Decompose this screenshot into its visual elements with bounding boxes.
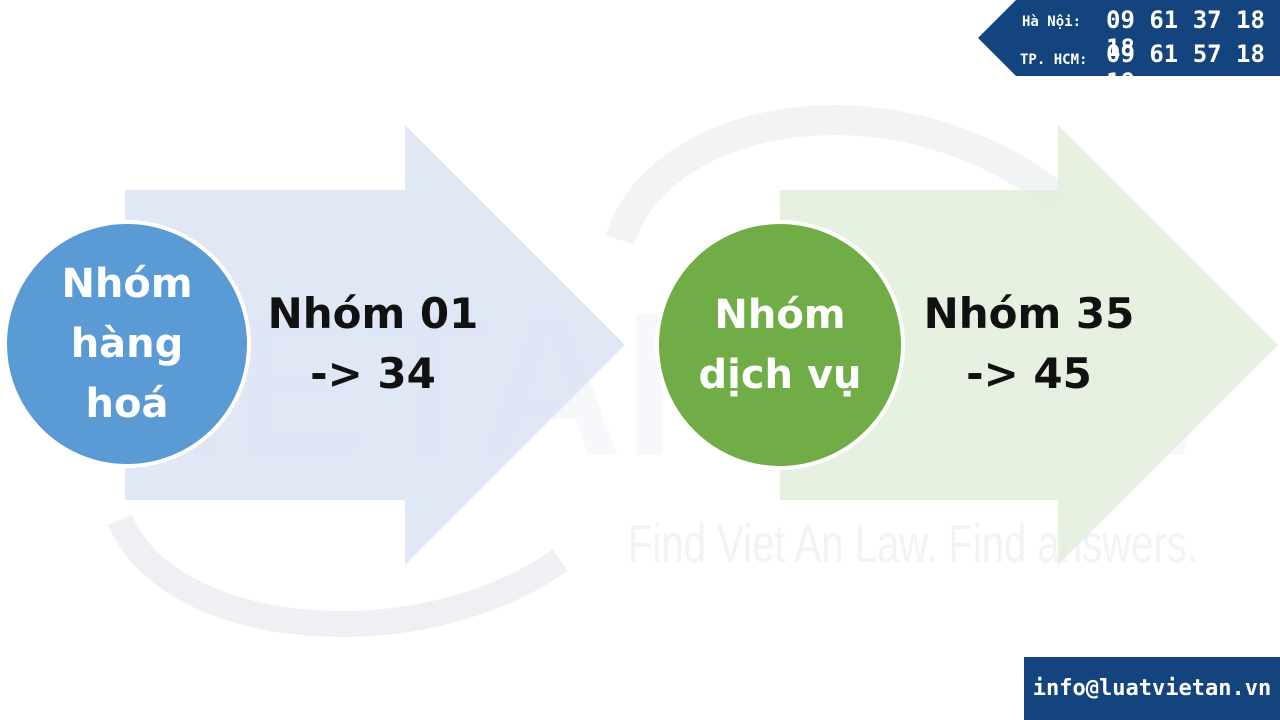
goods-group-circle: Nhóm hàng hoá: [3, 220, 251, 468]
services-group-circle: Nhóm dịch vụ: [655, 220, 905, 470]
goods-circle-line: hoá: [85, 381, 169, 427]
arrow-left: [125, 125, 625, 565]
hcm-phone[interactable]: 09 61 57 18 18: [1106, 40, 1265, 96]
contact-banner-shape: [978, 0, 1280, 76]
hanoi-phone[interactable]: 09 61 37 18 18: [1106, 6, 1265, 62]
watermark-swoosh-top: [605, 105, 1070, 245]
services-range-line: -> 45: [966, 349, 1092, 398]
watermark-tagline: Find Viet An Law. Find answers.: [628, 514, 1198, 574]
services-class-range: Nhóm 35 -> 45: [918, 284, 1140, 404]
services-circle-line: Nhóm: [714, 292, 846, 338]
watermark-swoosh-bottom: [108, 514, 568, 637]
services-range-line: Nhóm 35: [923, 289, 1135, 338]
goods-circle-line: hàng: [70, 321, 184, 367]
hanoi-label: Hà Nội:: [1022, 14, 1082, 30]
goods-class-range: Nhóm 01 -> 34: [262, 284, 484, 404]
email-link[interactable]: info@luatvietan.vn: [1024, 657, 1280, 720]
hcm-label: TP. HCM:: [1020, 52, 1088, 68]
contact-banner: [978, 0, 1280, 76]
goods-range-line: -> 34: [310, 349, 436, 398]
goods-range-line: Nhóm 01: [267, 289, 479, 338]
services-circle-line: dịch vụ: [698, 352, 862, 398]
goods-circle-line: Nhóm: [61, 261, 193, 307]
arrow-right: [780, 125, 1278, 565]
